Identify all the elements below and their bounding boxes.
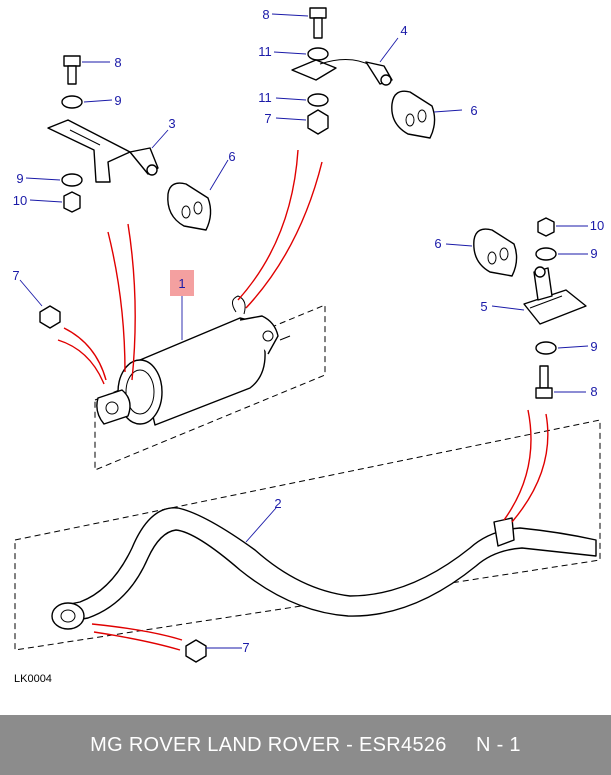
hanger-bracket-part-3[interactable]	[47, 119, 159, 183]
rear-silencer-part-1[interactable]	[96, 295, 291, 426]
callout-7-bottom: 7	[242, 640, 249, 655]
callout-9-left-bottom: 9	[16, 171, 23, 186]
nut-10-right[interactable]	[537, 217, 555, 237]
callout-11-top: 11	[258, 44, 272, 59]
rubber-mounting-6-left[interactable]	[167, 182, 212, 231]
washer-9-right-top[interactable]	[535, 247, 557, 261]
bolt-8-left[interactable]	[63, 55, 81, 85]
callout-1: 1	[178, 276, 185, 291]
callout-5: 5	[480, 299, 487, 314]
callout-8-top: 8	[262, 7, 269, 22]
exhaust-parts-diagram: 1 2 3 4 5 6 6 6 7 7 7 8 8 8 9 9 9 9 10 1…	[12, 7, 604, 685]
connection-line-bracket-top-a	[237, 149, 299, 301]
connection-line-nut-left-a	[57, 339, 105, 385]
rubber-mounting-6-right[interactable]	[473, 228, 518, 277]
callout-6-upper: 6	[470, 103, 477, 118]
nut-7-top[interactable]	[307, 109, 329, 135]
nut-7-left[interactable]	[39, 305, 61, 329]
connection-line-bracket-left-b	[127, 223, 136, 381]
connection-line-nut-bottom-b	[93, 631, 181, 651]
washer-9-left-top[interactable]	[61, 95, 83, 109]
bolt-8-top[interactable]	[309, 7, 327, 39]
bolt-8-right[interactable]	[535, 365, 553, 399]
diagram-code-label: LK0004	[14, 673, 52, 685]
callout-4: 4	[400, 23, 407, 38]
part-1-highlight-box	[170, 270, 194, 296]
washer-11-bottom[interactable]	[307, 93, 329, 107]
callout-8-left: 8	[114, 55, 121, 70]
callout-2: 2	[274, 496, 281, 511]
connection-line-nut-bottom-a	[91, 623, 183, 641]
connection-line-bracket-right-a	[503, 409, 532, 521]
washer-9-left-bottom[interactable]	[61, 173, 83, 187]
tailpipe-assembly-outline	[14, 419, 601, 651]
nut-10-left[interactable]	[63, 191, 81, 213]
callout-9-left-top: 9	[114, 93, 121, 108]
callout-6-left: 6	[228, 149, 235, 164]
washer-9-right-bottom[interactable]	[535, 341, 557, 355]
callout-10-right: 10	[590, 218, 604, 233]
footer-caption-bar: MG ROVER LAND ROVER - ESR4526 N - 1	[0, 715, 611, 775]
connection-line-bracket-top-b	[245, 161, 323, 309]
tail-pipe-part-2[interactable]	[51, 507, 597, 630]
washer-11-top[interactable]	[307, 47, 329, 61]
callout-7-left: 7	[12, 268, 19, 283]
connection-line-bracket-left-a	[107, 231, 126, 373]
hanger-bracket-part-5[interactable]	[523, 266, 587, 325]
leader-lines	[19, 13, 589, 649]
callout-6-right: 6	[434, 236, 441, 251]
footer-caption-text: MG ROVER LAND ROVER - ESR4526 N - 1	[90, 733, 521, 756]
hanger-bracket-part-4[interactable]	[291, 59, 393, 86]
callout-10-left: 10	[13, 193, 27, 208]
rubber-mounting-6-upper[interactable]	[391, 90, 436, 139]
callout-3: 3	[168, 116, 175, 131]
nut-7-bottom[interactable]	[185, 639, 207, 663]
callout-8-right: 8	[590, 384, 597, 399]
connection-line-nut-left-b	[63, 327, 107, 381]
callout-11-bottom: 11	[258, 90, 272, 105]
callout-9-right-bottom: 9	[590, 339, 597, 354]
connection-line-bracket-right-b	[511, 413, 549, 523]
callout-7-top: 7	[264, 111, 271, 126]
callout-9-right-top: 9	[590, 246, 597, 261]
